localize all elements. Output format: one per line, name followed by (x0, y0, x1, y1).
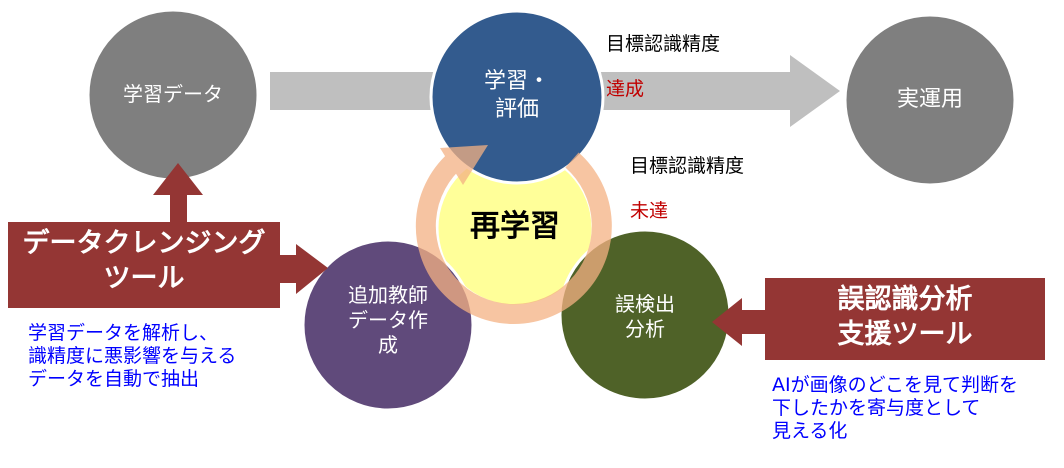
retrain-label: 再学習 (470, 209, 560, 244)
train-eval-circle (429, 9, 605, 185)
production-circle (843, 13, 1017, 187)
training-data-label: 学習データ (123, 82, 223, 106)
misrecognition-tool-box (765, 278, 1045, 360)
cycle-ring (415, 145, 612, 324)
target-accuracy-label: 目標認識精度 (606, 32, 721, 55)
achieved-label: 達成 (606, 78, 645, 101)
add-teacher-circle (301, 238, 475, 412)
cleansing-tool-box (8, 222, 280, 308)
cleansing-up-arrow (153, 163, 203, 222)
not-achieved-status: 目標認識精度 未達 (630, 132, 744, 246)
cleansing-tool-title: データクレンジング ツール (22, 228, 266, 295)
not-achieved-label: 未達 (630, 200, 669, 223)
cleansing-tool-description: 学習データを解析し、 識精度に悪影響を与える データを自動で抽出 (28, 322, 237, 390)
misrecognition-left-arrow (712, 298, 765, 346)
train-eval-label: 学習・ 評価 (483, 69, 550, 122)
misdetect-label: 誤検出 分析 (615, 292, 675, 341)
misrecognition-tool-title: 誤認識分析 支援ツール (837, 284, 973, 351)
cycle-arrowhead (440, 145, 488, 185)
add-teacher-label: 追加教師 データ作 成 (348, 283, 428, 357)
production-label: 実運用 (896, 87, 963, 112)
target-accuracy-label: 目標認識精度 (630, 154, 745, 177)
achieved-status: 目標認識精度 達成 (606, 10, 720, 124)
cleansing-right-arrow (280, 244, 328, 294)
misrecognition-tool-description: AIが画像のどこを見て判断を 下したかを寄与度として 見える化 (772, 374, 1019, 442)
